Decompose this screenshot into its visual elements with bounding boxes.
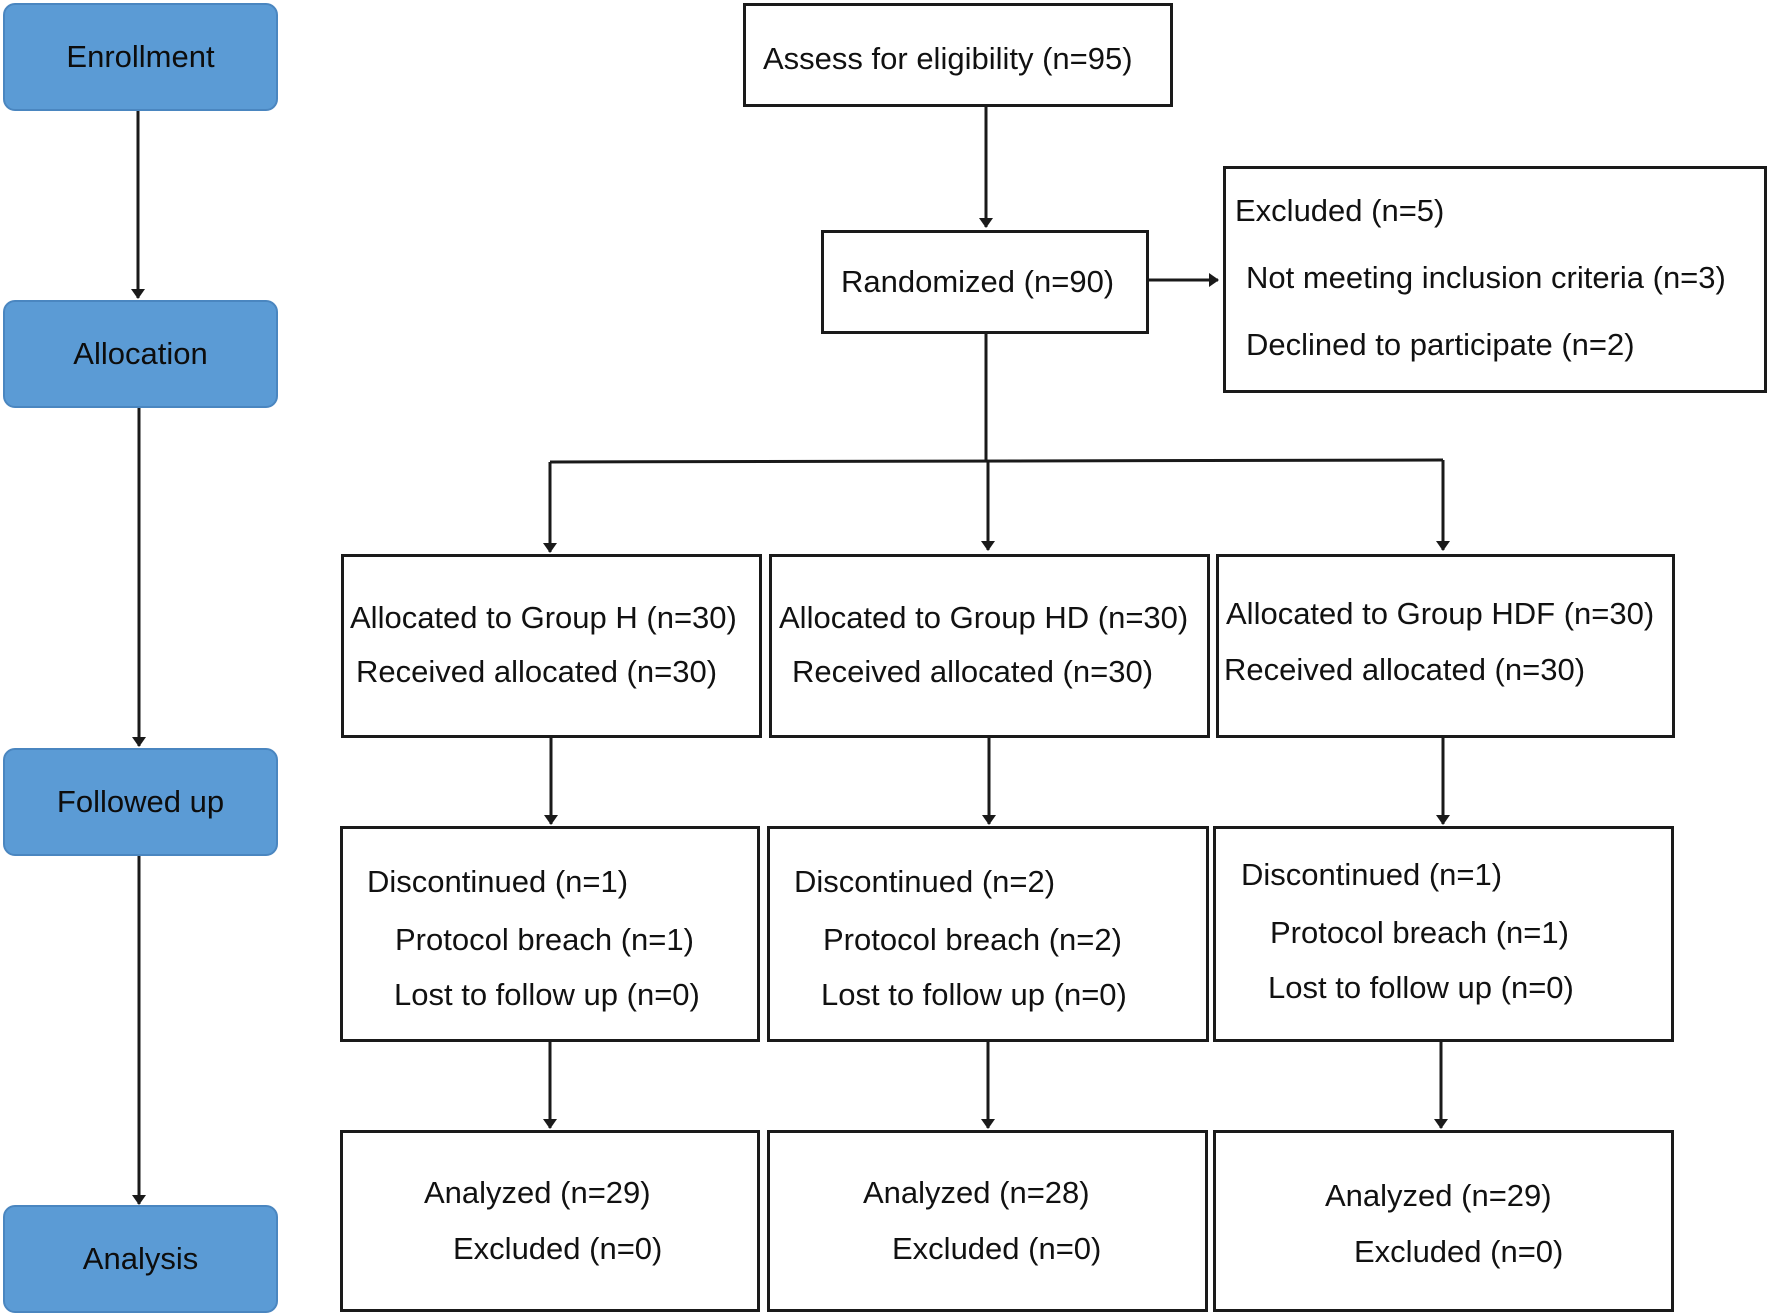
analyzed-group-hd: Analyzed (n=28)	[863, 1175, 1090, 1210]
protocol-breach-group-h: Protocol breach (n=1)	[395, 922, 694, 957]
allocated-group-hd: Allocated to Group HD (n=30)	[779, 600, 1189, 635]
analysis-box-group-h: Analyzed (n=29) Excluded (n=0)	[340, 1130, 760, 1312]
stage-allocation-label: Allocation	[73, 336, 208, 371]
received-group-hdf: Received allocated (n=30)	[1224, 652, 1586, 687]
lost-followup-group-hd: Lost to follow up (n=0)	[821, 977, 1127, 1012]
followup-box-group-hd: Discontinued (n=2) Protocol breach (n=2)…	[767, 826, 1209, 1042]
assess-eligibility-box: Assess for eligibility (n=95)	[743, 3, 1173, 107]
stage-followed-up: Followed up	[3, 748, 278, 856]
discontinued-group-hd: Discontinued (n=2)	[794, 864, 1056, 899]
randomized-box: Randomized (n=90)	[821, 230, 1149, 334]
lost-followup-group-hdf: Lost to follow up (n=0)	[1268, 970, 1574, 1005]
followup-box-group-hdf: Discontinued (n=1) Protocol breach (n=1)…	[1213, 826, 1674, 1042]
analyzed-group-hdf: Analyzed (n=29)	[1325, 1178, 1552, 1213]
discontinued-group-h: Discontinued (n=1)	[367, 864, 629, 899]
stage-allocation: Allocation	[3, 300, 278, 408]
allocated-group-hdf: Allocated to Group HDF (n=30)	[1226, 596, 1655, 631]
analysis-box-group-hdf: Analyzed (n=29) Excluded (n=0)	[1213, 1130, 1674, 1312]
received-group-hd: Received allocated (n=30)	[792, 654, 1154, 689]
stage-followed-up-label: Followed up	[56, 784, 225, 819]
protocol-breach-group-hdf: Protocol breach (n=1)	[1270, 915, 1569, 950]
excluded-box: Excluded (n=5) Not meeting inclusion cri…	[1223, 166, 1767, 393]
allocation-box-group-h: Allocated to Group H (n=30) Received all…	[341, 554, 762, 738]
followup-box-group-h: Discontinued (n=1) Protocol breach (n=1)…	[340, 826, 760, 1042]
analysis-excluded-group-hdf: Excluded (n=0)	[1354, 1234, 1564, 1269]
allocation-box-group-hd: Allocated to Group HD (n=30) Received al…	[769, 554, 1210, 738]
allocation-box-group-hdf: Allocated to Group HDF (n=30) Received a…	[1216, 554, 1675, 738]
randomized-text: Randomized (n=90)	[841, 264, 1115, 299]
analysis-box-group-hd: Analyzed (n=28) Excluded (n=0)	[767, 1130, 1208, 1312]
analysis-excluded-group-h: Excluded (n=0)	[453, 1231, 663, 1266]
assess-eligibility-text: Assess for eligibility (n=95)	[763, 41, 1133, 76]
analysis-excluded-group-hd: Excluded (n=0)	[892, 1231, 1102, 1266]
analyzed-group-h: Analyzed (n=29)	[424, 1175, 651, 1210]
stage-analysis-label: Analysis	[82, 1241, 199, 1276]
excluded-reason-declined: Declined to participate (n=2)	[1246, 327, 1635, 362]
discontinued-group-hdf: Discontinued (n=1)	[1241, 857, 1503, 892]
stage-analysis: Analysis	[3, 1205, 278, 1313]
stage-enrollment-label: Enrollment	[66, 39, 215, 74]
allocated-group-h: Allocated to Group H (n=30)	[350, 600, 737, 635]
lost-followup-group-h: Lost to follow up (n=0)	[394, 977, 700, 1012]
excluded-title: Excluded (n=5)	[1235, 193, 1445, 228]
stage-enrollment: Enrollment	[3, 3, 278, 111]
excluded-reason-inclusion: Not meeting inclusion criteria (n=3)	[1246, 260, 1726, 295]
branch-horizontal	[549, 458, 1444, 464]
protocol-breach-group-hd: Protocol breach (n=2)	[823, 922, 1122, 957]
received-group-h: Received allocated (n=30)	[356, 654, 718, 689]
